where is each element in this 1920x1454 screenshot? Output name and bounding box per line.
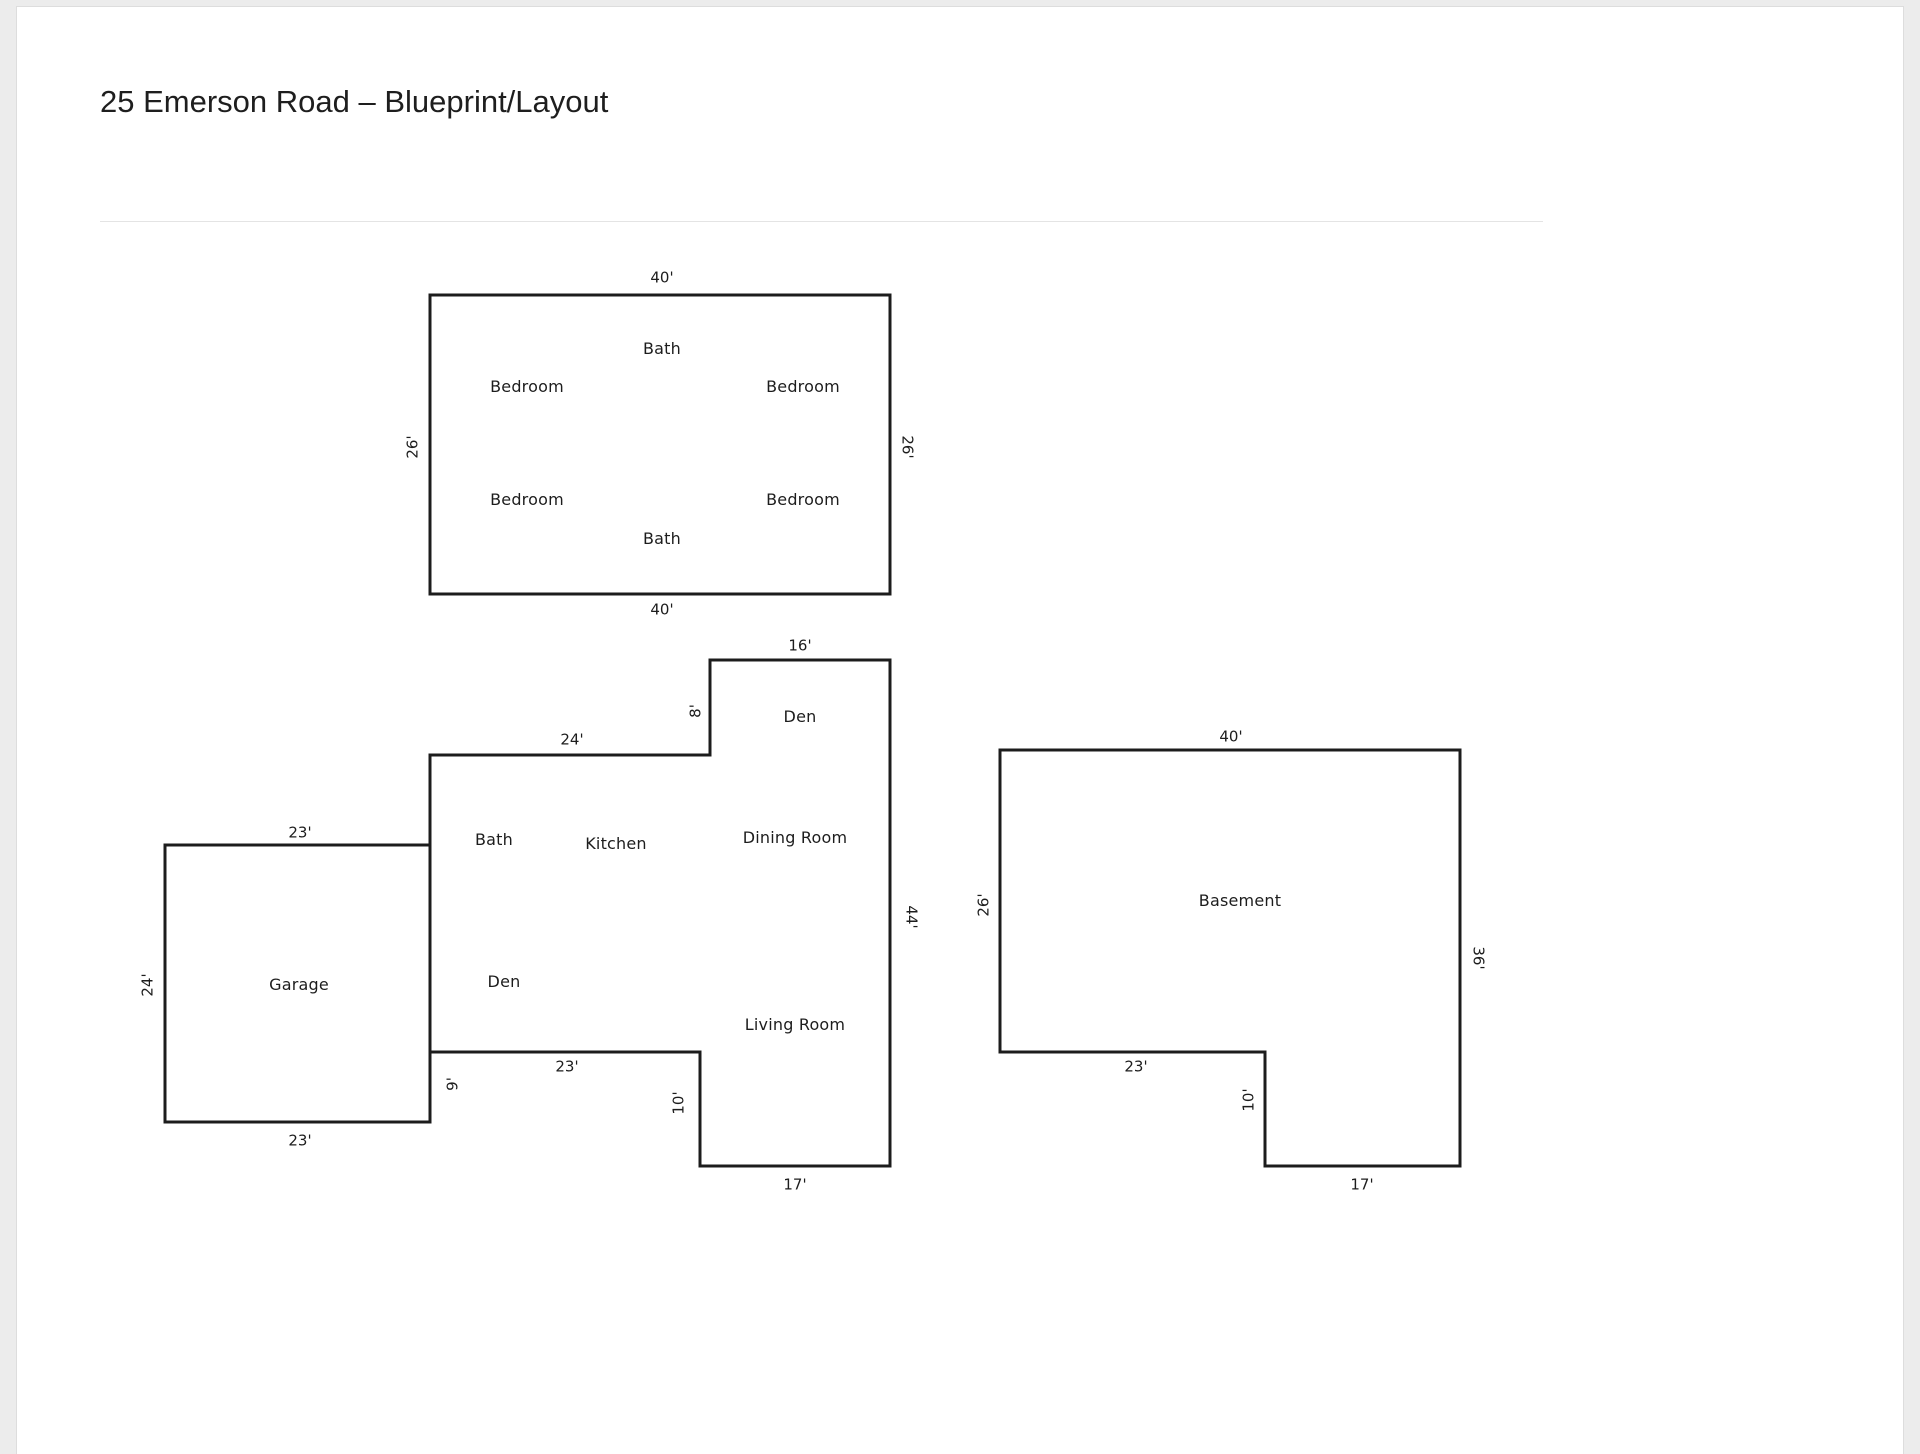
dim-garage-top: 23': [288, 823, 312, 842]
room-basement: Basement: [1198, 891, 1282, 910]
dim-basement-right: 36': [1469, 946, 1488, 970]
room-bedroom-top-left: Bedroom: [490, 377, 564, 396]
dim-upper-left: 26': [403, 435, 422, 459]
dim-basement-bottom-left: 23': [1124, 1057, 1148, 1076]
dim-upper-bottom: 40': [650, 600, 674, 619]
main-floor-outline: [428, 658, 892, 1168]
basement-outline: [998, 748, 1462, 1168]
dim-basement-bottom-right: 17': [1350, 1175, 1374, 1194]
room-den-lower: Den: [487, 972, 521, 991]
room-dining: Dining Room: [742, 828, 848, 847]
dim-main-step: 10': [669, 1091, 688, 1115]
dim-main-left-step: 9': [443, 1077, 462, 1091]
dim-main-bottom-right: 17': [783, 1175, 807, 1194]
room-bath-upper-top: Bath: [643, 339, 681, 358]
dim-garage-left: 24': [138, 973, 157, 997]
title-divider: [100, 221, 1543, 222]
room-kitchen: Kitchen: [585, 834, 647, 853]
dim-garage-bottom: 23': [288, 1131, 312, 1150]
dim-upper-top: 40': [650, 268, 674, 287]
room-bath-main: Bath: [475, 830, 513, 849]
dim-upper-right: 26': [898, 435, 917, 459]
document-page: [16, 6, 1904, 1454]
dim-basement-left: 26': [974, 893, 993, 917]
room-den-upper: Den: [783, 707, 817, 726]
dim-main-right: 44': [902, 905, 921, 929]
dim-basement-top: 40': [1219, 727, 1243, 746]
dim-den-left: 8': [686, 704, 705, 718]
dim-basement-step: 10': [1239, 1088, 1258, 1112]
upper-floor-outline: [428, 293, 892, 596]
room-living: Living Room: [744, 1015, 846, 1034]
room-garage: Garage: [269, 975, 329, 994]
room-bedroom-bottom-right: Bedroom: [766, 490, 840, 509]
room-bath-upper-bottom: Bath: [643, 529, 681, 548]
room-bedroom-bottom-left: Bedroom: [490, 490, 564, 509]
page-title: 25 Emerson Road – Blueprint/Layout: [100, 84, 609, 119]
garage-outline: [163, 843, 432, 1124]
dim-main-top: 24': [560, 730, 584, 749]
dim-den-top: 16': [788, 636, 812, 655]
room-bedroom-top-right: Bedroom: [766, 377, 840, 396]
dim-main-bottom-left: 23': [555, 1057, 579, 1076]
